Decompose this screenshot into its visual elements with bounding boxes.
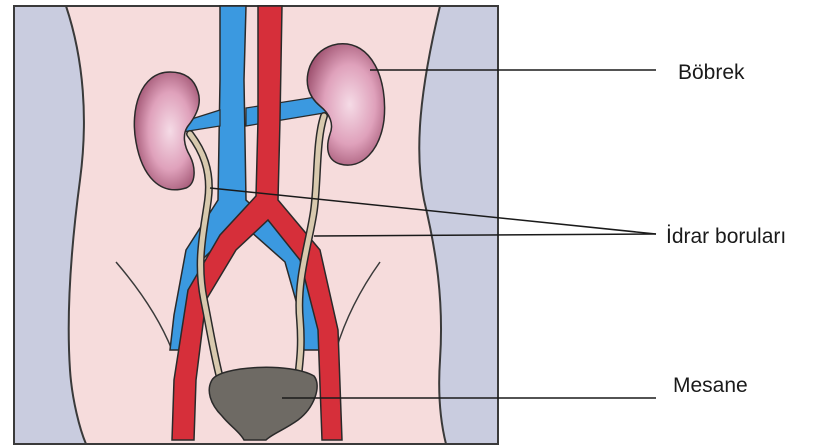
kidney-label: Böbrek [678,62,745,83]
ureters-label: İdrar boruları [666,226,786,247]
bladder-label: Mesane [673,375,748,396]
